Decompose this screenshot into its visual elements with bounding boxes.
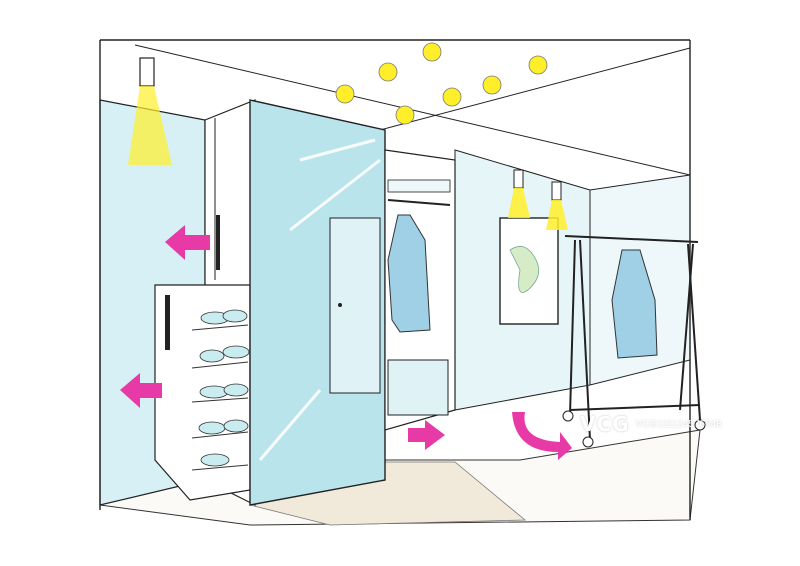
watermark-logo: VCG [580, 412, 630, 436]
wall-spotlight [508, 169, 568, 230]
cabinet-handle [216, 215, 220, 270]
ceiling-downlight [335, 42, 548, 125]
clothes-rack [564, 235, 701, 441]
shoes [198, 309, 250, 467]
coat-on-hanger [387, 214, 431, 333]
wall-spotlight [128, 57, 172, 165]
shoe-shelves [191, 324, 249, 471]
mirror-door [249, 99, 386, 506]
mirror-reflection [258, 138, 381, 461]
arrow-rotate [512, 412, 572, 460]
watermark-id: VCG111124576548 [635, 418, 722, 430]
coat-on-rack [611, 249, 658, 359]
arrow-right [408, 420, 445, 450]
watermark: VCG VCG111124576548 [580, 396, 780, 452]
niche-shelf [387, 179, 451, 193]
drawer-handle [165, 295, 170, 350]
arrow-left [165, 225, 210, 260]
bench [387, 359, 449, 416]
arrow-left [120, 373, 162, 408]
reflected-door [329, 217, 381, 394]
